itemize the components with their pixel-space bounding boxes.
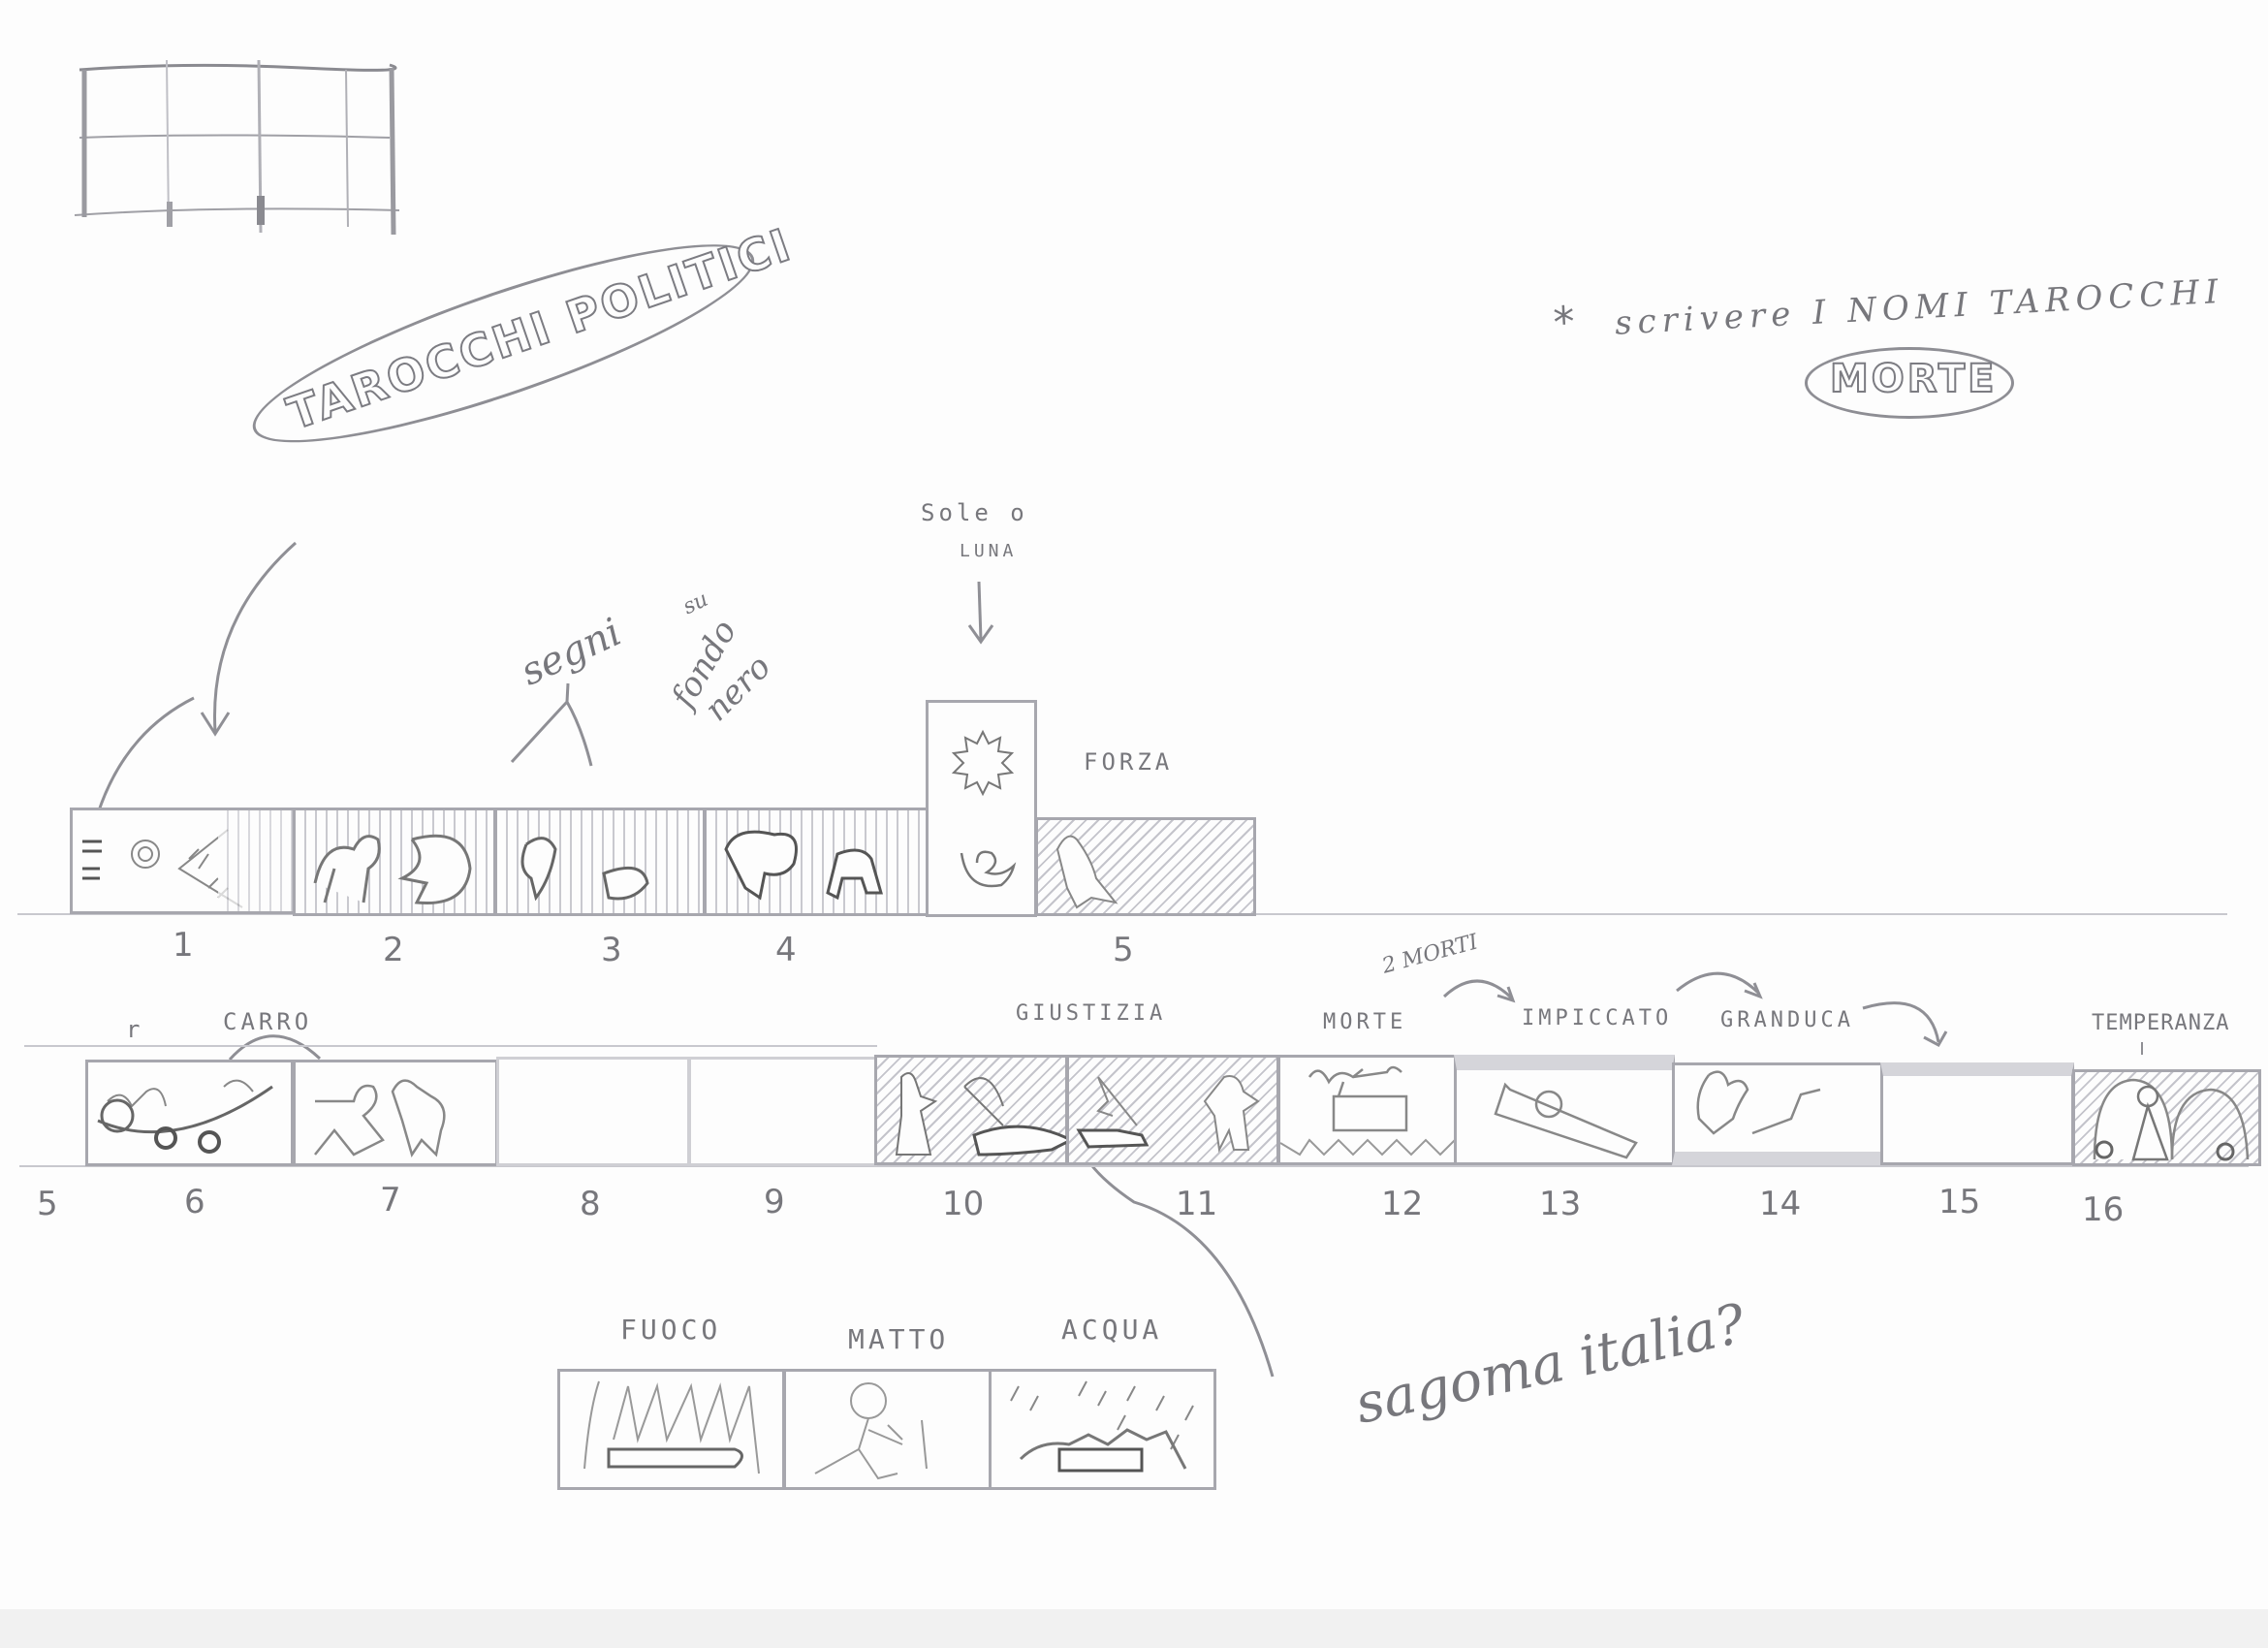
animals-icon <box>520 837 649 902</box>
title-bubble-text: TAROCCHI POLITICI <box>280 217 800 441</box>
row2-panel-6 <box>85 1060 294 1166</box>
morte-figure-icon <box>1279 1065 1456 1157</box>
row2-number-11: 11 <box>1176 1185 1218 1223</box>
row2-panel-13 <box>1454 1055 1675 1165</box>
label-sole-o-luna-1: Sole o <box>921 499 1028 526</box>
row1-panel-4 <box>704 808 929 916</box>
row1-number-4: 4 <box>775 931 797 969</box>
row1-number-2: 2 <box>383 931 404 969</box>
label-sole-o-luna-2: LUNA <box>960 541 1018 561</box>
label-fuoco: FUOCO <box>620 1314 722 1346</box>
row3-panel-acqua <box>989 1369 1216 1490</box>
label-forza: FORZA <box>1084 748 1174 776</box>
row2-panel-15 <box>1880 1062 2074 1165</box>
acqua-icon <box>1010 1380 1194 1473</box>
row2-number-14: 14 <box>1759 1185 1802 1223</box>
row1-panel-5 <box>1035 817 1256 916</box>
label-carro: CARRO <box>223 1008 313 1035</box>
row2-number-16: 16 <box>2082 1190 2125 1229</box>
row2-number-5: 5 <box>37 1185 58 1223</box>
label-granduca: GRANDUCA <box>1720 1008 1854 1032</box>
row2-top-line <box>24 1045 877 1047</box>
giustizia-archer-icon <box>895 1072 1075 1157</box>
row1-number-3: 3 <box>601 931 622 969</box>
row1-panel-3 <box>494 808 706 916</box>
label-temperanza: TEMPERANZA <box>2092 1011 2230 1035</box>
row2-number-15: 15 <box>1938 1183 1981 1221</box>
label-sagoma-italia: sagoma italia? <box>1349 1292 1751 1437</box>
sun-moon-icon <box>951 729 1017 888</box>
label-acqua: ACQUA <box>1061 1314 1163 1346</box>
label-morte: MORTE <box>1323 1010 1407 1034</box>
row2-panel-9 <box>688 1057 877 1166</box>
row1-panel-2 <box>293 808 496 916</box>
label-matto: MATTO <box>848 1323 950 1355</box>
row2-panel-7 <box>293 1060 498 1166</box>
row2-panel-11 <box>1066 1055 1279 1165</box>
label-giustizia: GIUSTIZIA <box>1016 1001 1167 1026</box>
row2-bottom-line <box>19 1165 2249 1167</box>
row1-panel-1 <box>70 808 295 914</box>
row2-panel-16 <box>2072 1069 2261 1166</box>
figure-beast-icon <box>313 834 472 905</box>
row1-panel-1-hatch <box>218 810 295 911</box>
note-text: * scrivere I NOMI TAROCCHI <box>1550 264 2224 348</box>
lying-figure-icon <box>1076 1075 1260 1154</box>
label-segni: segni <box>514 610 629 695</box>
label-impiccato: IMPICCATO <box>1522 1006 1673 1030</box>
matto-figure-icon <box>814 1382 928 1480</box>
label-carro-mark: r <box>126 1016 144 1043</box>
row2-number-9: 9 <box>764 1183 785 1221</box>
thumbnail-grid-sketch <box>70 59 400 236</box>
grid-sketch-icon <box>74 59 400 236</box>
paper-bottom-edge <box>0 1609 2268 1648</box>
granduca-icon <box>1696 1070 1821 1135</box>
row2-panel-14 <box>1672 1062 1883 1165</box>
row1-number-5: 5 <box>1113 931 1134 969</box>
row2-number-8: 8 <box>580 1185 601 1223</box>
note-body: scrivere I NOMI TAROCCHI <box>1614 271 2225 343</box>
morte-bubble-text: MORTE <box>1829 356 1998 402</box>
row3-panel-fuoco <box>557 1369 785 1490</box>
elephant-dog-icon <box>724 830 883 901</box>
dragon-mouth-icon <box>82 829 243 908</box>
row2-number-13: 13 <box>1539 1185 1582 1223</box>
row1-number-1: 1 <box>173 926 194 965</box>
row2-panel-10 <box>874 1055 1075 1165</box>
row1-panel-sun-moon <box>926 700 1037 917</box>
row2-number-12: 12 <box>1381 1185 1424 1223</box>
title-bubble: TAROCCHI POLITICI <box>236 208 800 482</box>
impiccato-icon <box>1494 1082 1638 1159</box>
running-figures-icon <box>314 1079 446 1157</box>
fuoco-icon <box>583 1380 760 1474</box>
label-2-morti: 2 MORTI <box>1379 930 1481 979</box>
row3-panel-matto <box>783 1369 992 1490</box>
note-asterisk: * <box>1550 297 1583 349</box>
morte-bubble <box>1805 347 2014 419</box>
label-su: su <box>678 586 712 620</box>
chariot-icon <box>97 1079 273 1154</box>
row2-number-7: 7 <box>380 1181 401 1220</box>
forza-figure-icon <box>1055 835 1118 909</box>
row2-panel-8 <box>496 1057 690 1166</box>
row2-number-6: 6 <box>184 1183 205 1221</box>
row2-panel-12 <box>1277 1055 1457 1165</box>
row2-number-10: 10 <box>942 1185 985 1223</box>
temperanza-icon <box>2093 1078 2250 1161</box>
